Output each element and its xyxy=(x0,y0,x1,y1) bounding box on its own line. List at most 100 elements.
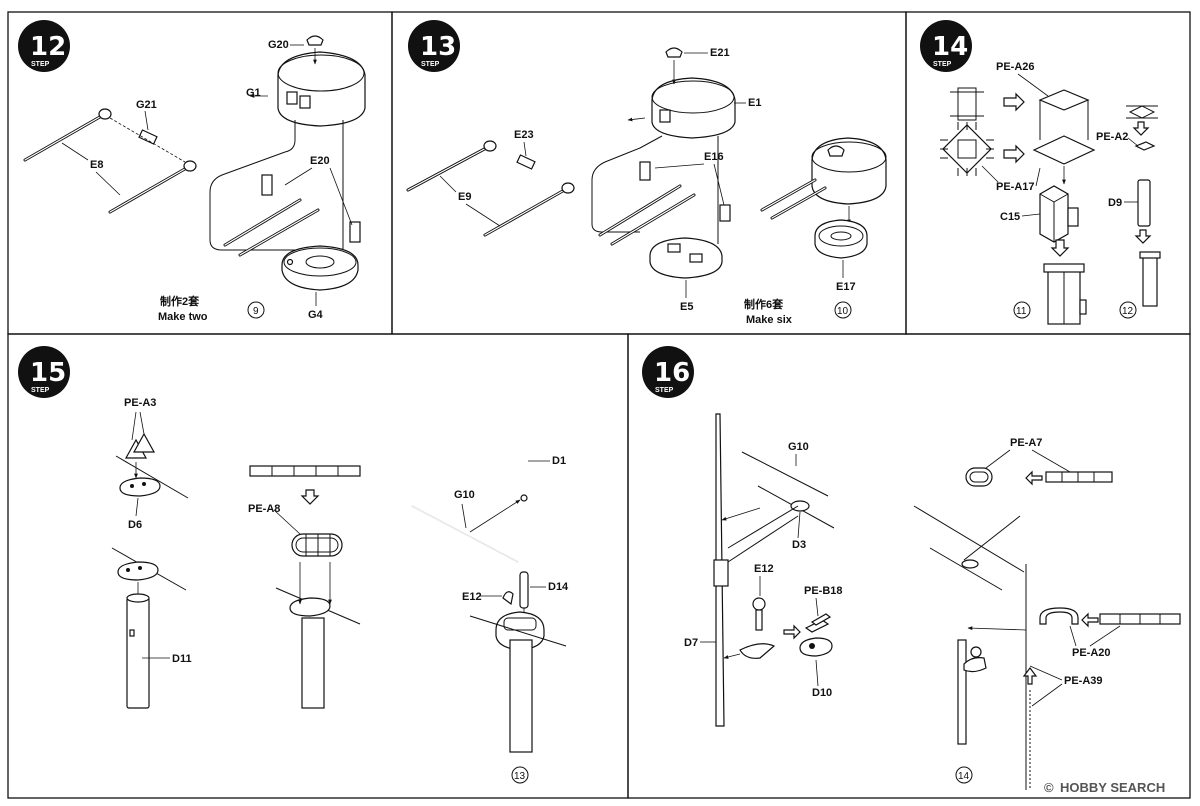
label-d1: D1 xyxy=(552,455,566,467)
step-14-panel: 14 STEP xyxy=(920,20,1161,325)
label-e21: E21 xyxy=(710,47,730,59)
svg-text:STEP: STEP xyxy=(31,61,50,68)
label-pe-a3: PE-A3 xyxy=(124,397,156,409)
label-e8: E8 xyxy=(90,159,103,171)
label-e5: E5 xyxy=(680,301,693,313)
label-g10: G10 xyxy=(454,489,475,501)
turret-base xyxy=(649,237,723,279)
label-pe-a17: PE-A17 xyxy=(996,181,1035,193)
svg-text:STEP: STEP xyxy=(655,387,674,394)
label-pe-a2: PE-A2 xyxy=(1096,131,1128,143)
barrel-pair xyxy=(598,161,731,246)
label-e17: E17 xyxy=(836,281,856,293)
label-e12: E12 xyxy=(462,591,482,603)
sub-step-9: 9 xyxy=(247,301,265,319)
label-g4: G4 xyxy=(308,309,324,321)
label-g21: G21 xyxy=(136,99,157,111)
caption-make-two: Make two xyxy=(158,311,208,323)
mast-right-assembly xyxy=(913,424,1025,745)
caption-make-six-cn: 制作6套 xyxy=(744,297,784,311)
mast-d11-assembly xyxy=(111,547,187,709)
platform-box xyxy=(1032,89,1096,165)
mast-d7-assembly xyxy=(713,413,835,727)
caption-make-six: Make six xyxy=(746,314,793,326)
svg-text:12: 12 xyxy=(1122,306,1134,317)
label-c15: C15 xyxy=(1000,211,1020,223)
sub-step-13: 13 xyxy=(511,766,529,784)
sub-step-10: 10 xyxy=(834,301,852,319)
column-box xyxy=(1039,166,1079,243)
label-d7: D7 xyxy=(684,637,698,649)
label-g10: G10 xyxy=(788,441,809,453)
label-e9: E9 xyxy=(458,191,471,203)
step-12-badge: 12 STEP xyxy=(18,20,70,72)
etched-strip-a20 xyxy=(1099,613,1181,625)
etched-frame-top xyxy=(950,87,984,121)
turret-housing xyxy=(627,47,736,139)
label-e1: E1 xyxy=(748,97,761,109)
label-e20: E20 xyxy=(310,155,330,167)
gun-barrels xyxy=(406,140,575,237)
panel-frames xyxy=(7,11,1191,799)
label-pe-a26: PE-A26 xyxy=(996,61,1035,73)
svg-text:16: 16 xyxy=(654,358,690,388)
label-pe-a39: PE-A39 xyxy=(1064,675,1103,687)
step-15-panel: 15 STEP xyxy=(18,346,569,784)
label-d6: D6 xyxy=(128,519,142,531)
rail-ring-upper xyxy=(965,467,993,487)
svg-text:STEP: STEP xyxy=(933,61,952,68)
caption-make-two-cn: 制作2套 xyxy=(160,294,200,308)
step-15-badge: 15 STEP xyxy=(18,346,70,398)
rail-ring-lower xyxy=(1039,607,1079,625)
svg-text:STEP: STEP xyxy=(31,387,50,394)
label-d10: D10 xyxy=(812,687,832,699)
assembled-turret xyxy=(760,137,887,259)
svg-text:9: 9 xyxy=(253,306,259,317)
svg-text:13: 13 xyxy=(420,32,456,62)
gun-barrels xyxy=(23,108,197,214)
pe-b18-assembly xyxy=(783,613,833,657)
svg-text:14: 14 xyxy=(932,32,968,62)
label-pe-a7: PE-A7 xyxy=(1010,437,1042,449)
svg-text:10: 10 xyxy=(837,306,849,317)
etched-grid-plate xyxy=(940,122,994,176)
etched-bracket xyxy=(1126,105,1158,119)
step-13-panel: 13 STEP xyxy=(406,20,887,326)
yard-plate-assembly xyxy=(115,432,189,499)
etched-strip-a7 xyxy=(1045,471,1113,483)
label-e16: E16 xyxy=(704,151,724,163)
assembled-post xyxy=(1139,251,1161,307)
copyright-symbol: © xyxy=(1044,780,1054,795)
step-14-badge: 14 STEP xyxy=(920,20,972,72)
assembled-column xyxy=(1043,263,1087,325)
svg-text:12: 12 xyxy=(30,32,66,62)
label-d9: D9 xyxy=(1108,197,1122,209)
sub-step-11: 11 xyxy=(1013,301,1031,319)
tall-mast-assembly xyxy=(411,380,567,753)
svg-text:13: 13 xyxy=(514,771,526,782)
barrel-pair xyxy=(223,174,361,257)
label-d11: D11 xyxy=(172,653,192,665)
svg-text:11: 11 xyxy=(1016,306,1027,317)
label-d3: D3 xyxy=(792,539,806,551)
label-pe-a20: PE-A20 xyxy=(1072,647,1111,659)
sub-step-12: 12 xyxy=(1119,301,1137,319)
turret-base xyxy=(281,245,359,291)
step-16-panel: 16 STEP xyxy=(642,346,1181,790)
svg-text:STEP: STEP xyxy=(421,61,440,68)
label-g20: G20 xyxy=(268,39,289,51)
label-e12: E12 xyxy=(754,563,774,575)
label-e23: E23 xyxy=(514,129,534,141)
watermark-text: HOBBY SEARCH xyxy=(1060,780,1165,795)
step-13-badge: 13 STEP xyxy=(408,20,460,72)
step-12-panel: 12 STEP xyxy=(18,20,366,323)
etched-rail-strip xyxy=(249,465,361,477)
rail-ring xyxy=(291,533,343,557)
etched-ladder-a39 xyxy=(967,564,1038,790)
label-g1: G1 xyxy=(246,87,261,99)
hobby-search-watermark: © HOBBY SEARCH xyxy=(1044,780,1165,795)
svg-text:14: 14 xyxy=(958,771,970,782)
svg-text:15: 15 xyxy=(30,358,66,388)
mast-ring-assembly xyxy=(275,562,361,709)
